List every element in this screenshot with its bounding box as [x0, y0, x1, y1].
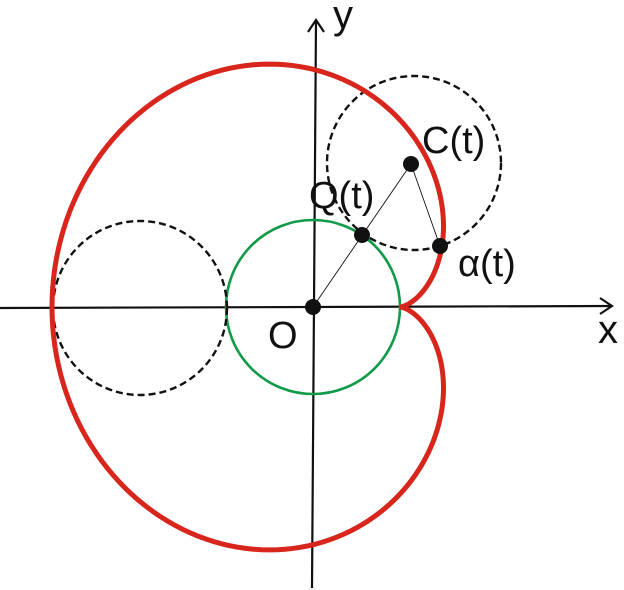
point-O — [305, 299, 321, 315]
cardioid-curve — [49, 61, 446, 553]
alpha-point-label: α(t) — [458, 243, 516, 285]
rolling-circle-at-pi — [51, 219, 229, 397]
y-axis-arrowhead — [307, 18, 325, 33]
segment-C-to-alpha — [410, 163, 441, 247]
point-alpha — [432, 238, 448, 254]
origin-label: O — [268, 315, 298, 357]
c-point-label: C(t) — [422, 120, 485, 162]
y-axis-label: y — [333, 0, 353, 37]
x-axis-arrowhead — [599, 297, 614, 315]
rolling-circle-at-t — [325, 74, 503, 252]
q-point-label: Q(t) — [309, 175, 374, 217]
x-axis-label: x — [598, 308, 618, 352]
point-C — [403, 156, 419, 172]
point-Q — [354, 227, 370, 243]
